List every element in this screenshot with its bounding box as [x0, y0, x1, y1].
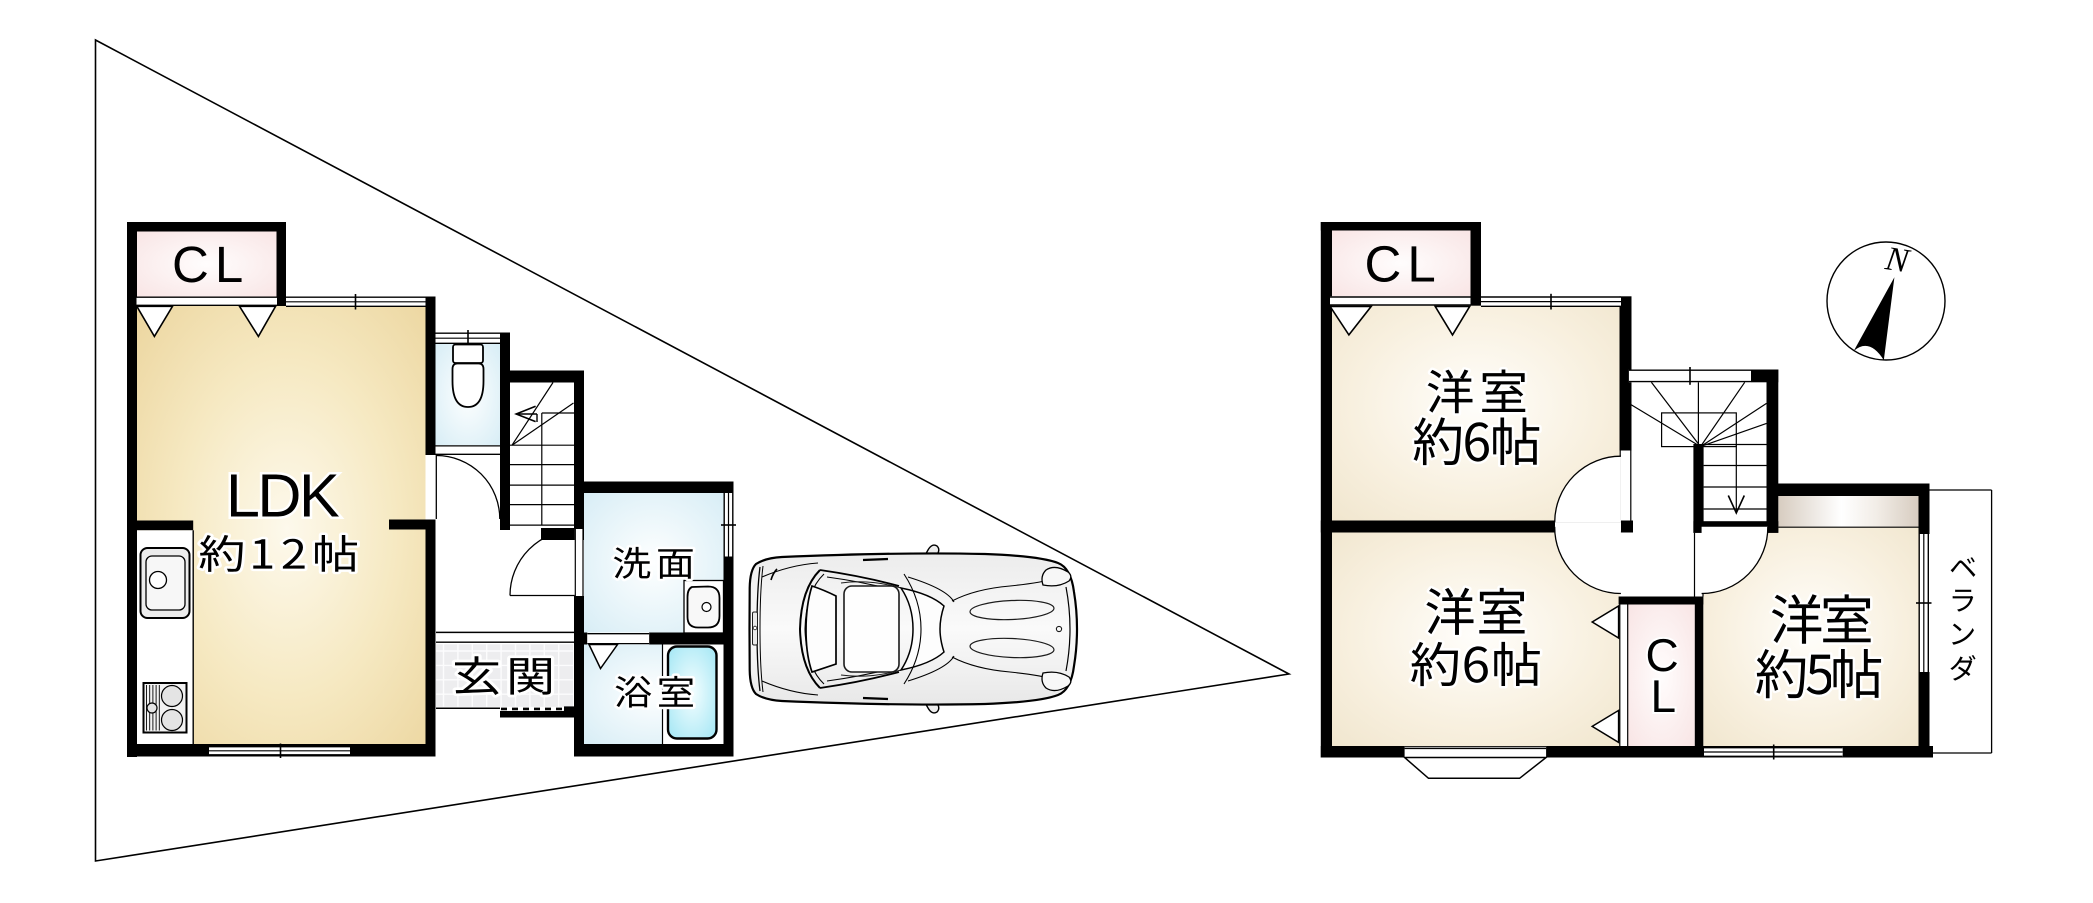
svg-text:CL: CL [1365, 236, 1442, 293]
svg-text:L: L [1651, 670, 1677, 722]
svg-text:CL: CL [172, 236, 249, 293]
svg-text:LDK: LDK [226, 462, 339, 530]
svg-text:C: C [1646, 629, 1679, 681]
